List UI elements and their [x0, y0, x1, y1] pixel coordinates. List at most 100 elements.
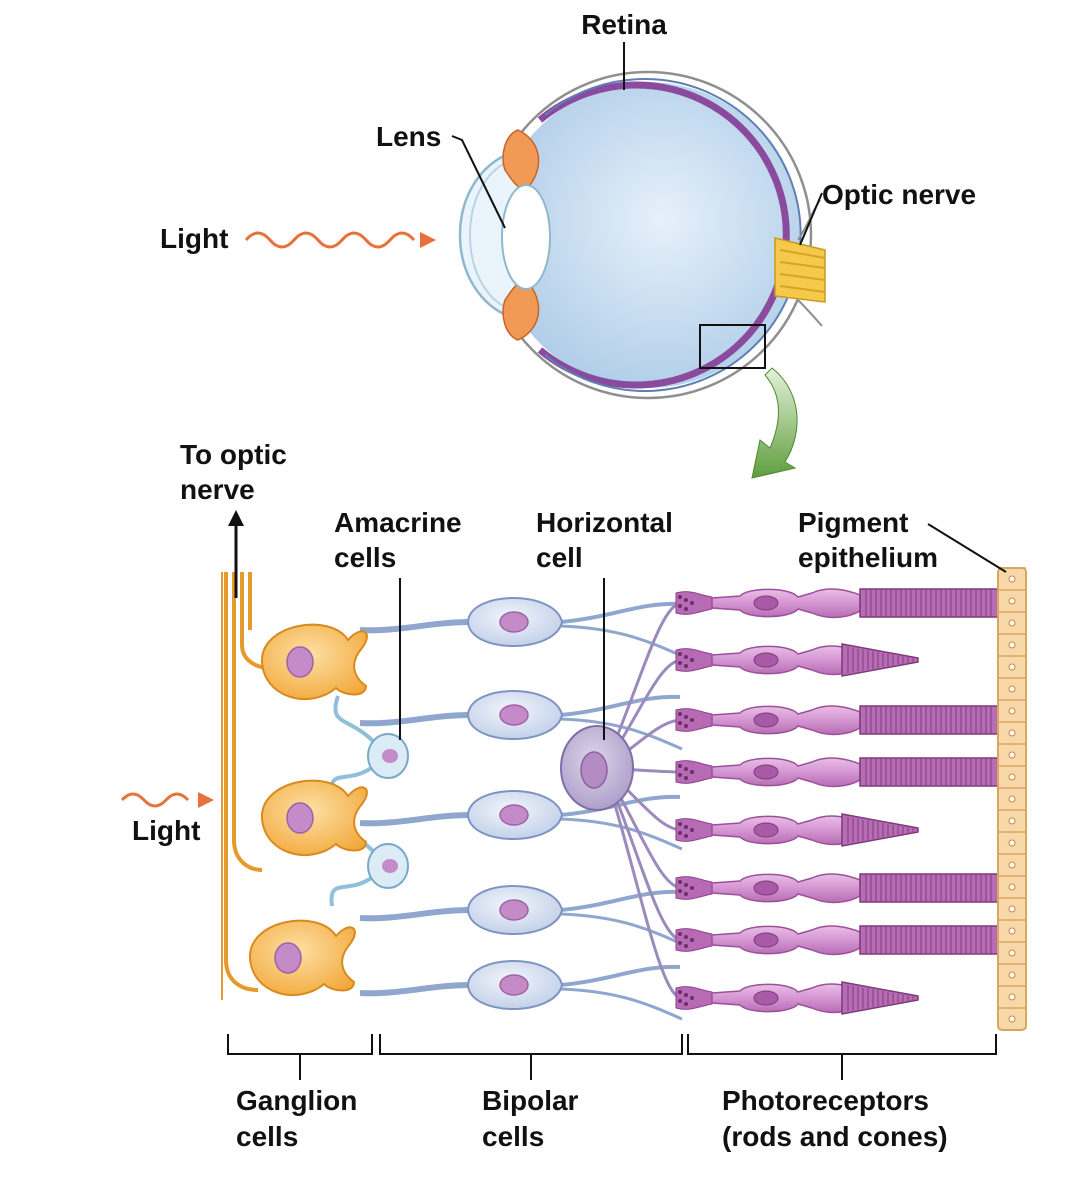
synaptic-vesicle	[690, 770, 694, 774]
synaptic-vesicle	[684, 944, 688, 948]
horizontal-cell	[560, 725, 634, 811]
ganglion-label-line1: Ganglion	[236, 1085, 357, 1116]
synaptic-vesicle	[690, 938, 694, 942]
photoreceptors-label-line2: (rods and cones)	[722, 1121, 948, 1152]
vitreous-body	[495, 82, 801, 388]
bipolar-dendrite	[559, 694, 681, 717]
ganglion-cell	[260, 623, 368, 700]
synaptic-vesicle	[678, 773, 682, 777]
bipolar-nucleus	[499, 974, 529, 996]
synaptic-vesicle	[684, 776, 688, 780]
synaptic-vesicle	[678, 831, 682, 835]
cone-outer-segment	[841, 643, 919, 677]
synaptic-vesicle	[678, 721, 682, 725]
optic-nerve-leader	[799, 192, 823, 246]
synaptic-vesicle	[684, 1002, 688, 1006]
pigment-epithelium	[997, 567, 1027, 1031]
synaptic-vesicle	[678, 661, 682, 665]
bipolar-label-line2: cells	[482, 1121, 544, 1152]
pigment-cell-nucleus	[1008, 685, 1016, 693]
synaptic-vesicle	[684, 883, 688, 887]
to-optic-nerve-label-line1: To optic	[180, 439, 287, 470]
ciliary-body-top	[502, 129, 540, 190]
lens-label: Lens	[376, 121, 441, 152]
rod-photoreceptor	[675, 925, 999, 956]
synaptic-vesicle	[684, 655, 688, 659]
rod-photoreceptor	[675, 705, 999, 736]
ganglion-nucleus	[286, 802, 314, 834]
synaptic-vesicle	[690, 828, 694, 832]
pigment-cell-nucleus	[1008, 575, 1016, 583]
bipolar-nucleus	[499, 804, 529, 826]
ganglion-soma	[248, 919, 356, 996]
pigment-cell-nucleus	[1008, 883, 1016, 891]
amacrine-nucleus	[382, 859, 398, 873]
cone-photoreceptor	[675, 981, 919, 1015]
pigment-cell-nucleus	[1008, 993, 1016, 1001]
photoreceptor-nucleus	[753, 595, 779, 611]
photoreceptor-body	[711, 925, 861, 956]
bipolar-axon	[359, 812, 471, 827]
pigment-cell-nucleus	[1008, 729, 1016, 737]
ganglion-nucleus	[286, 646, 314, 678]
rod-outer-segment	[859, 588, 999, 618]
amacrine-nucleus	[382, 749, 398, 763]
synaptic-vesicle	[678, 990, 682, 994]
synaptic-vesicle	[678, 999, 682, 1003]
pigment-cell-nucleus	[1008, 663, 1016, 671]
pigment-cell-nucleus	[1008, 927, 1016, 935]
amacrine-cell	[367, 733, 409, 779]
rod-photoreceptor	[675, 757, 999, 788]
pigment-cell-nucleus	[1008, 839, 1016, 847]
synaptic-vesicle	[690, 658, 694, 662]
amacrine-cell	[367, 843, 409, 889]
synaptic-vesicle	[678, 932, 682, 936]
bipolar-dendrite	[559, 987, 683, 1021]
pigment-cell-nucleus	[1008, 971, 1016, 979]
horizontal-process	[602, 767, 683, 1000]
eyeball	[458, 70, 826, 400]
pigment-cell-nucleus	[1008, 905, 1016, 913]
bipolar-dendrite	[559, 817, 683, 851]
bipolar-bracket	[379, 1034, 683, 1055]
pigment-cell-nucleus	[1008, 949, 1016, 957]
photoreceptors-label-line1: Photoreceptors	[722, 1085, 929, 1116]
bipolar-axon	[359, 619, 471, 634]
bipolar-dendrite	[559, 889, 681, 912]
bipolar-nucleus	[499, 704, 529, 726]
pigment-cell-nucleus	[1008, 817, 1016, 825]
synaptic-vesicle	[678, 822, 682, 826]
layer-brackets	[227, 1034, 997, 1080]
photoreceptor-nucleus	[753, 712, 779, 728]
light-arrow-top	[244, 231, 436, 249]
pigment-cell-nucleus	[1008, 795, 1016, 803]
photoreceptor-nucleus	[753, 764, 779, 780]
photoreceptor-nucleus	[753, 880, 779, 896]
synaptic-vesicle	[678, 595, 682, 599]
cell-layer	[248, 588, 999, 1015]
synaptic-vesicle	[684, 715, 688, 719]
cone-outer-segment	[841, 981, 919, 1015]
amacrine-label-line1: Amacrine	[334, 507, 462, 538]
cone-outer-segment	[841, 813, 919, 847]
synaptic-vesicle	[684, 724, 688, 728]
pigment-cell-nucleus	[1008, 773, 1016, 781]
pigment-label-line1: Pigment	[798, 507, 908, 538]
photoreceptor-nucleus	[753, 822, 779, 838]
bipolar-nucleus	[499, 899, 529, 921]
photoreceptor-nucleus	[753, 652, 779, 668]
rod-outer-segment	[859, 925, 999, 955]
bipolar-cell	[466, 690, 564, 740]
synaptic-vesicle	[678, 764, 682, 768]
synaptic-vesicle	[678, 880, 682, 884]
synaptic-vesicle	[690, 718, 694, 722]
rod-photoreceptor	[675, 588, 999, 619]
bipolar-axon	[359, 907, 471, 922]
retina-layer	[537, 81, 790, 389]
amacrine-process	[329, 874, 376, 907]
photoreceptor-body	[711, 588, 861, 619]
ganglion-soma	[260, 623, 368, 700]
photoreceptor-body	[711, 757, 861, 788]
photoreceptor-body	[711, 873, 861, 904]
bipolar-cell	[466, 790, 564, 840]
